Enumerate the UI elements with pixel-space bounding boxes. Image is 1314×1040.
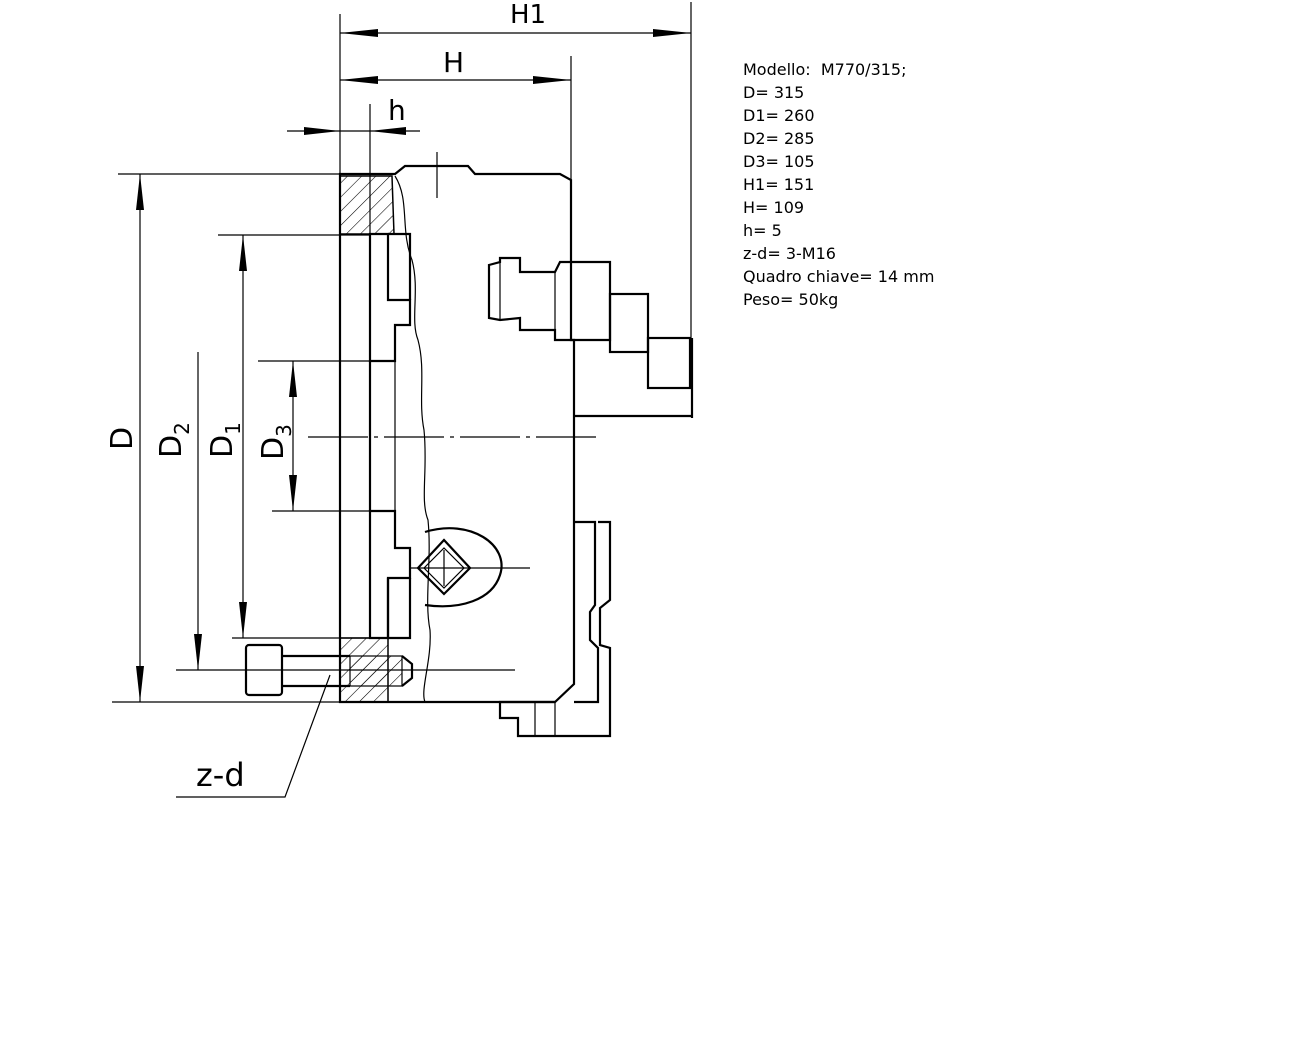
dimension-d2-label: D2 bbox=[154, 422, 194, 458]
dimension-h1: H1 bbox=[339, 0, 692, 338]
spec-model: Modello: M770/315; bbox=[743, 60, 907, 79]
spec-d1: D1= 260 bbox=[743, 106, 815, 125]
specifications-list: Modello: M770/315; D= 315 D1= 260 D2= 28… bbox=[743, 58, 934, 311]
key-square-boss bbox=[410, 527, 530, 608]
dimension-d3-label: D3 bbox=[256, 424, 296, 460]
bottom-jaw-assembly bbox=[498, 520, 612, 738]
spec-key-square: Quadro chiave= 14 mm bbox=[743, 267, 935, 286]
top-jaw-assembly bbox=[487, 256, 694, 418]
spec-h1: H1= 151 bbox=[743, 175, 815, 194]
bolt-z-d: z-d bbox=[176, 643, 414, 798]
spec-z-d: z-d= 3-M16 bbox=[743, 244, 836, 263]
dimension-small-h: h bbox=[287, 94, 420, 236]
dimension-small-h-label: h bbox=[388, 94, 406, 127]
spec-h: H= 109 bbox=[743, 198, 805, 217]
dimension-d2: D2 bbox=[154, 352, 515, 671]
dimension-d: D bbox=[105, 173, 342, 703]
dimension-h-label: H bbox=[443, 46, 464, 79]
dimension-d-label: D bbox=[105, 427, 140, 450]
dimension-d3: D3 bbox=[256, 360, 395, 512]
dimension-d1-label: D1 bbox=[205, 422, 245, 458]
spec-weight: Peso= 50kg bbox=[743, 290, 839, 309]
spec-d3: D3= 105 bbox=[743, 152, 815, 171]
spec-d: D= 315 bbox=[743, 83, 805, 102]
spec-small-h: h= 5 bbox=[743, 221, 782, 240]
spec-d2: D2= 285 bbox=[743, 129, 815, 148]
zd-label: z-d bbox=[196, 756, 245, 794]
chuck-body bbox=[308, 152, 600, 704]
dimension-h1-label: H1 bbox=[510, 0, 546, 30]
dimension-d1: D1 bbox=[205, 234, 370, 639]
dimension-h: H bbox=[340, 46, 572, 180]
